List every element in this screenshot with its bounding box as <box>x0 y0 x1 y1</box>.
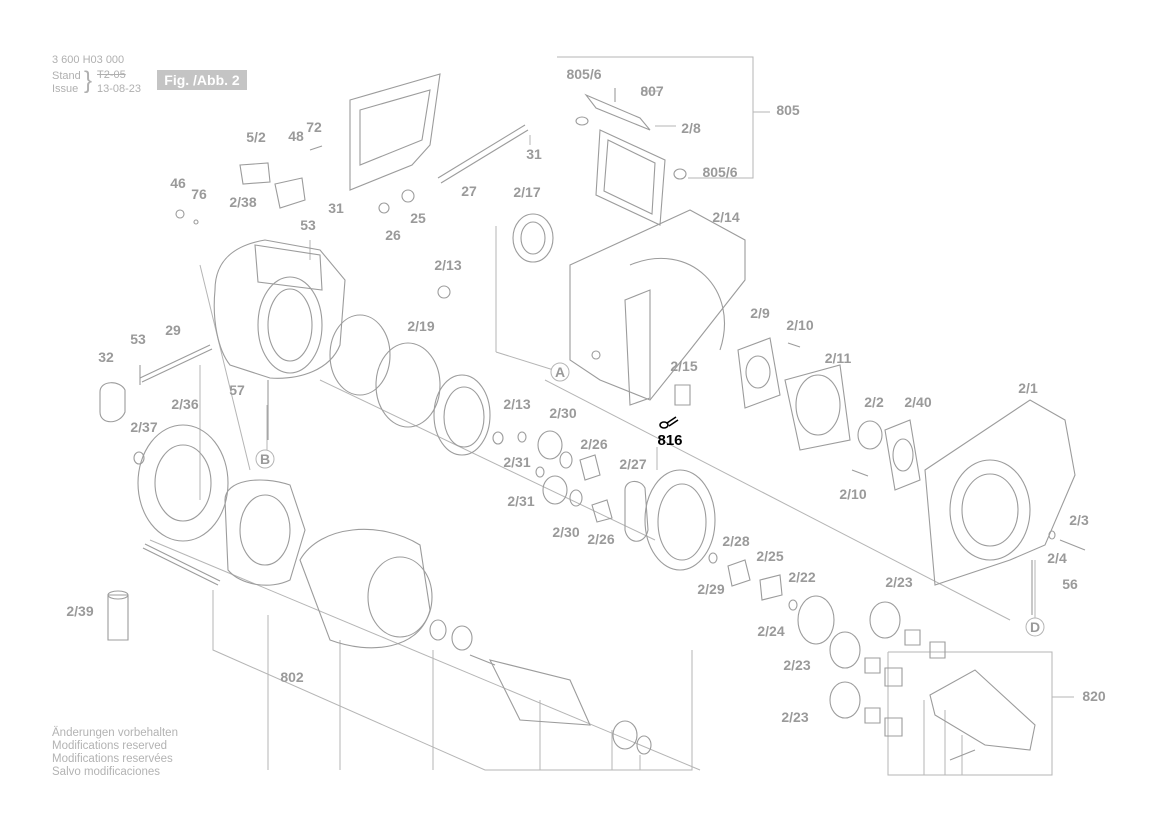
footer-line-es: Salvo modificaciones <box>52 766 161 778</box>
callout-label: A <box>555 364 565 380</box>
callout-label: 56 <box>1062 576 1078 592</box>
callout-label: 53 <box>300 217 316 233</box>
callout-label: 2/22 <box>788 569 815 585</box>
callout-label: 2/1 <box>1018 380 1038 396</box>
stand-value: T2-05 <box>97 69 126 81</box>
callout-label: 2/23 <box>781 709 808 725</box>
callout-label: 2/25 <box>756 548 783 564</box>
figure-label: Fig. /Abb. 2 <box>157 70 247 90</box>
callout-label: 2/14 <box>712 209 739 225</box>
reference-marker-circle <box>255 449 275 469</box>
highlighted-part-816 <box>659 416 679 429</box>
callout-label: 820 <box>1082 688 1106 704</box>
callout-label: 76 <box>191 186 207 202</box>
stand-label: Stand <box>52 70 81 82</box>
footer-line-en: Modifications reserved <box>52 740 168 752</box>
leader-lines <box>149 56 1074 776</box>
callout-label: 29 <box>165 322 181 338</box>
callout-label: 46 <box>170 175 186 191</box>
issue-label: Issue <box>52 83 79 95</box>
callout-label: 807 <box>640 83 664 99</box>
callout-label: 2/30 <box>549 405 576 421</box>
callout-label: 2/23 <box>783 657 810 673</box>
callout-label: 2/13 <box>503 396 530 412</box>
header-brace: } <box>84 67 93 94</box>
callout-label: 2/29 <box>697 581 724 597</box>
callout-label: 2/3 <box>1069 512 1089 528</box>
callout-label: 2/40 <box>904 394 931 410</box>
callout-label: 2/4 <box>1047 550 1067 566</box>
callout-label-highlighted: 816 <box>657 432 682 449</box>
callout-label: 32 <box>98 349 114 365</box>
callout-label: 25 <box>410 210 426 226</box>
callout-label: 72 <box>306 119 322 135</box>
callout-label: 2/26 <box>587 531 614 547</box>
footer-line-fr: Modifications reservées <box>52 753 173 765</box>
callout-label: 2/23 <box>885 574 912 590</box>
issue-value: 13-08-23 <box>97 83 142 95</box>
part-outlines <box>99 73 1086 761</box>
callout-label: 2/11 <box>825 350 852 366</box>
callout-label: 2/2 <box>864 394 884 410</box>
callout-label: B <box>260 451 270 467</box>
document-number: 3 600 H03 000 <box>52 54 125 66</box>
callout-label: 2/10 <box>839 486 866 502</box>
callout-label: 5/2 <box>246 129 266 145</box>
callout-label: 2/37 <box>130 419 157 435</box>
callout-label: 2/8 <box>681 120 701 136</box>
callout-label: 57 <box>229 382 245 398</box>
callout-label: 2/9 <box>750 305 770 321</box>
callout-label: 2/38 <box>229 194 256 210</box>
callout-label: 805/6 <box>702 164 737 180</box>
callout-label: 31 <box>328 200 344 216</box>
reference-marker-circle <box>1025 617 1045 637</box>
callout-label: 2/39 <box>66 603 93 619</box>
callout-label: 2/15 <box>670 358 697 374</box>
callout-label: 27 <box>461 183 477 199</box>
callout-label: 53 <box>130 331 146 347</box>
callout-label: 31 <box>526 146 542 162</box>
callout-label: 2/28 <box>722 533 749 549</box>
reference-marker-circle <box>550 362 570 382</box>
callout-label: 2/26 <box>580 436 607 452</box>
callout-label: 2/10 <box>786 317 813 333</box>
callout-label: 2/13 <box>434 257 461 273</box>
callout-label: 805 <box>776 102 800 118</box>
callout-label: 2/36 <box>171 396 198 412</box>
callout-label: 2/17 <box>513 184 540 200</box>
callout-label: 805/6 <box>566 66 601 82</box>
callout-label: 2/31 <box>507 493 534 509</box>
callout-label: D <box>1030 619 1040 635</box>
footer-line-de: Änderungen vorbehalten <box>52 727 178 739</box>
callout-label: 802 <box>280 669 304 685</box>
callout-label: 2/31 <box>503 454 530 470</box>
callout-label: 2/30 <box>552 524 579 540</box>
callout-label: 26 <box>385 227 401 243</box>
callout-label: 2/24 <box>757 623 784 639</box>
callout-label: 2/19 <box>407 318 434 334</box>
callout-label: 2/27 <box>619 456 646 472</box>
callout-label: 48 <box>288 128 304 144</box>
